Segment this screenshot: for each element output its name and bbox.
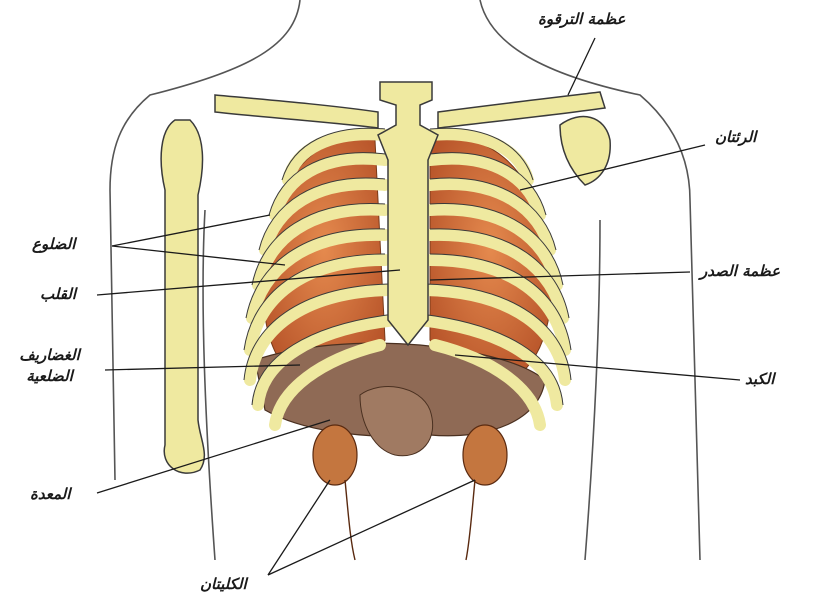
label-clavicle: عظمة الترقوة [538,10,626,28]
humerus-bone [161,120,204,473]
label-costal-cartilage-line1: الغضاريف [12,345,87,366]
label-costal-cartilage-line2: الضلعية [12,366,87,387]
label-lungs: الرئتان [715,128,756,146]
label-stomach: المعدة [30,485,70,503]
label-sternum: عظمة الصدر [700,262,780,280]
label-kidneys: الكليتان [200,575,247,593]
label-heart: القلب [40,285,76,303]
label-costal-cartilage: الغضاريف الضلعية [12,345,87,387]
label-ribs: الضلوع [32,235,75,253]
label-liver: الكبد [745,370,774,388]
